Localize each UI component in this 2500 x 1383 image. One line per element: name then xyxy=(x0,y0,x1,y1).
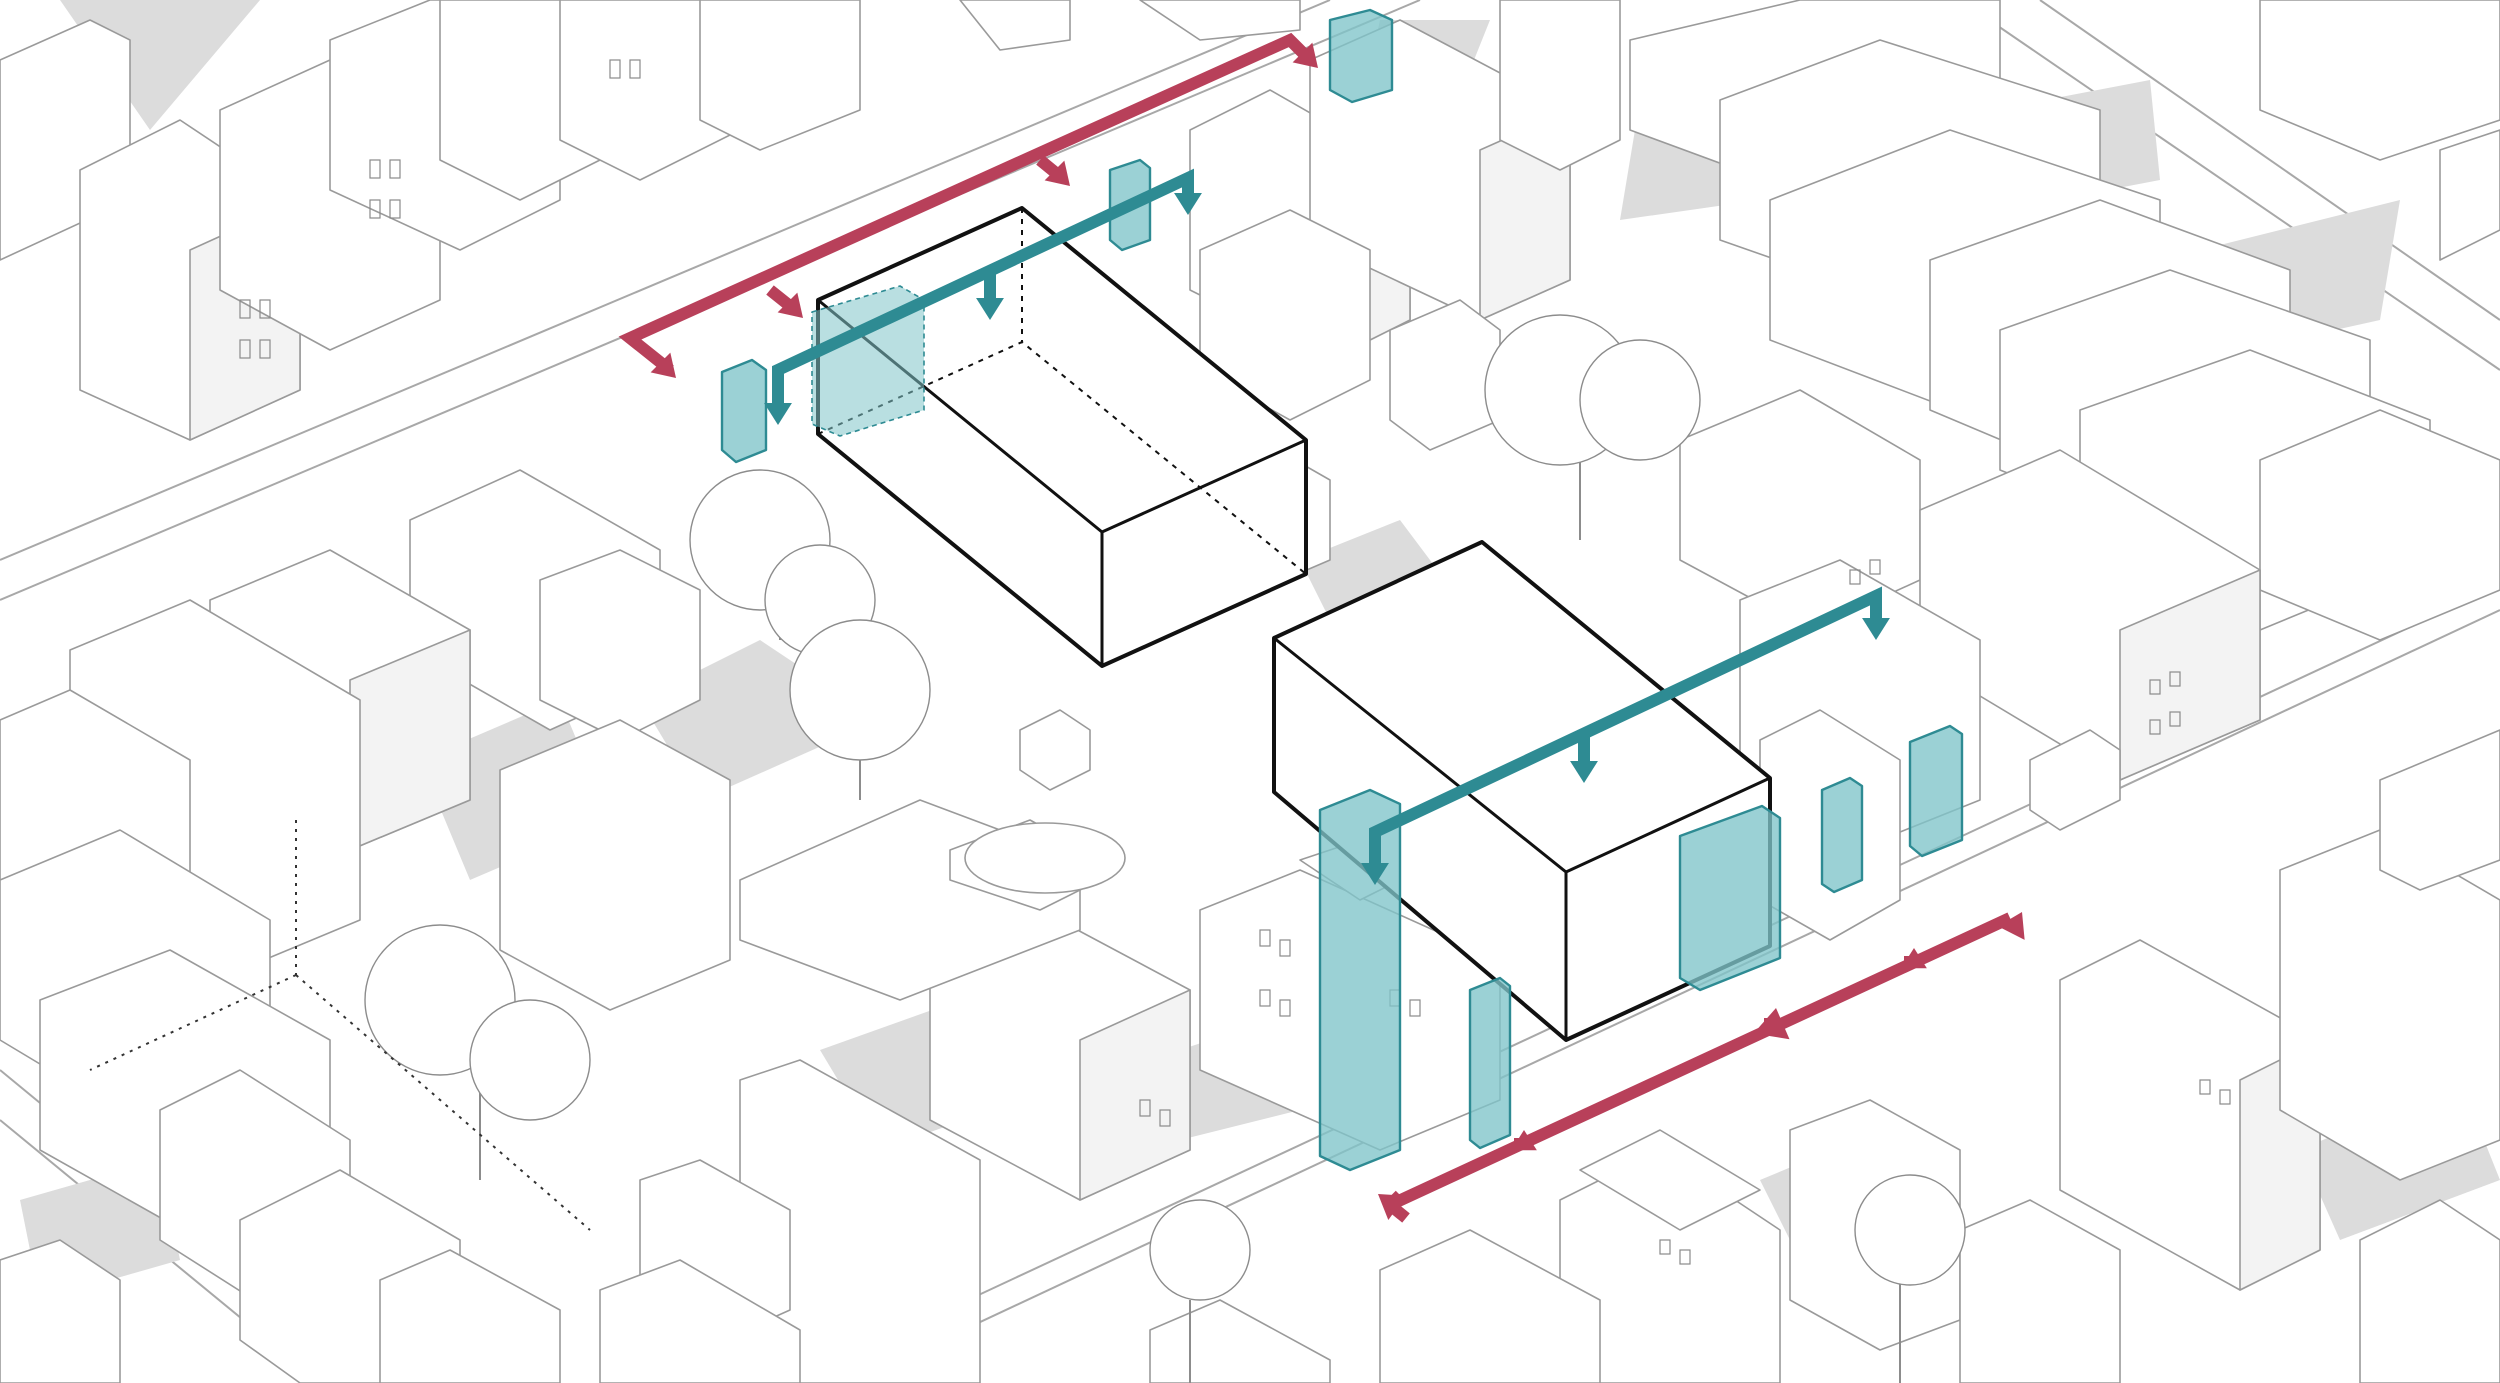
tree xyxy=(364,924,591,1180)
facade-connection-arrow xyxy=(772,168,1194,410)
house xyxy=(599,1259,801,1383)
house xyxy=(1149,1299,1331,1383)
bay-window-highlight xyxy=(811,285,925,437)
context-building xyxy=(1139,0,1301,41)
context-building xyxy=(2259,409,2500,641)
house xyxy=(0,1239,121,1383)
street-circulation-arrow xyxy=(1378,1194,1406,1221)
trees xyxy=(364,314,1966,1383)
tree xyxy=(1854,1174,1966,1383)
street-circulation-arrow xyxy=(1997,912,2025,940)
shed xyxy=(1389,299,1501,451)
shed xyxy=(1019,709,1091,791)
facade-connection-arrow xyxy=(1862,618,1890,640)
street-circulation-arrow xyxy=(618,32,1315,375)
street-circulation-arrow xyxy=(1044,160,1070,186)
context-building xyxy=(2359,1199,2500,1383)
flow-arrows xyxy=(618,32,2025,1223)
bay-window-highlight xyxy=(1820,776,1864,894)
street-circulation-arrow xyxy=(1901,948,1927,969)
bay-window-highlight xyxy=(720,358,768,464)
context-building xyxy=(499,719,731,1011)
street-circulation-arrow xyxy=(1292,42,1318,68)
bay-window-highlight xyxy=(1908,724,1964,858)
facade-connection-arrow xyxy=(1369,586,1882,870)
context-building xyxy=(2439,129,2500,261)
bay-window-highlight xyxy=(1678,804,1782,992)
house-side xyxy=(1079,989,1191,1201)
house xyxy=(1379,1229,1601,1383)
bay-highlights xyxy=(720,8,1964,1172)
house xyxy=(379,1249,561,1383)
context-building xyxy=(1499,0,1621,171)
street-circulation-arrow xyxy=(1511,1130,1537,1151)
house-side xyxy=(2119,569,2261,781)
context-building xyxy=(539,549,701,741)
context-building xyxy=(2259,0,2500,161)
context-building xyxy=(959,0,1071,51)
facade-connection-arrow xyxy=(1174,193,1202,215)
house-roof xyxy=(1579,1129,1761,1231)
facade-connection-arrow xyxy=(1361,863,1389,885)
facade-connection-arrow xyxy=(1570,761,1598,783)
rowhouse xyxy=(699,0,861,151)
bay-window-highlight xyxy=(1468,976,1512,1150)
oval-track xyxy=(964,822,1126,894)
tree xyxy=(1149,1199,1251,1383)
bay-window-highlight xyxy=(1318,788,1402,1172)
facade-windows xyxy=(239,59,2231,1265)
tree xyxy=(1484,314,1701,540)
context-building xyxy=(2279,829,2500,1181)
shed xyxy=(2029,729,2121,831)
bay-window-highlight xyxy=(1328,8,1394,104)
facade-connection-arrow xyxy=(976,298,1004,320)
tree xyxy=(789,619,931,800)
dotted-guide-lines xyxy=(89,820,591,1231)
street-circulation-arrow xyxy=(1753,1008,1790,1040)
street-circulation-arrow xyxy=(650,352,676,378)
street-circulation-arrow xyxy=(777,292,803,318)
context-building xyxy=(2379,729,2500,891)
house xyxy=(1959,1199,2121,1383)
facade-connection-arrow xyxy=(764,403,792,425)
